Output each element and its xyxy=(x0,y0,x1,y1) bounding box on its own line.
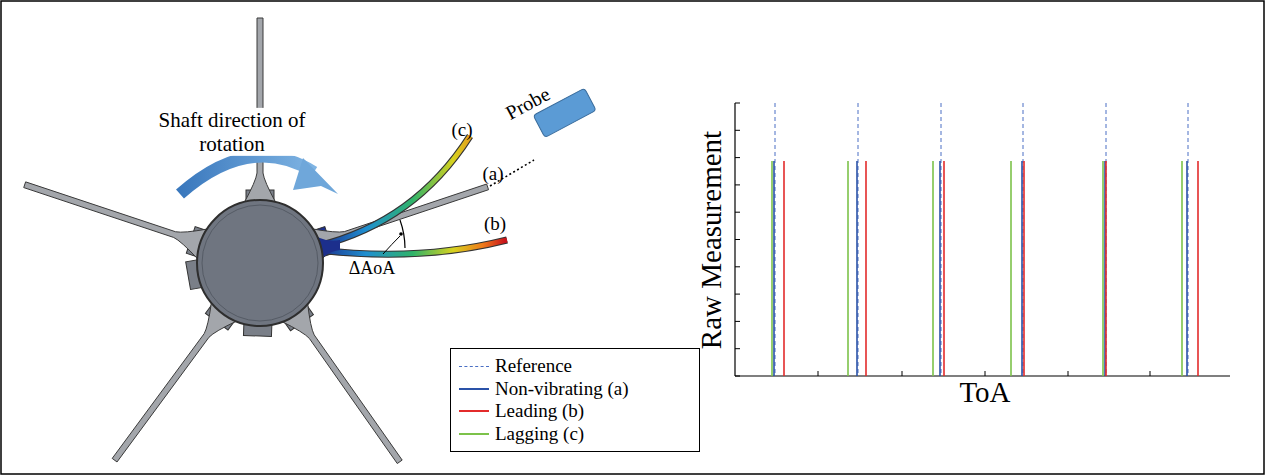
angle-dot xyxy=(399,232,403,236)
legend-swatch xyxy=(459,433,489,435)
hub-rim xyxy=(202,205,318,321)
lagging-pulse xyxy=(932,161,934,376)
legend-row: Non-vibrating (a) xyxy=(459,378,689,401)
lagging-pulse xyxy=(1102,161,1104,376)
toa-chart xyxy=(735,103,1230,376)
angle-label: ΔAoA xyxy=(349,258,396,279)
axis-title: Raw Measurement xyxy=(695,131,728,349)
leading-blade xyxy=(318,240,507,254)
legend-swatch xyxy=(459,366,489,367)
y-tick xyxy=(735,157,740,158)
reference-line xyxy=(775,103,776,376)
y-tick xyxy=(735,184,740,185)
leading-pulse xyxy=(783,161,785,376)
leading-pulse xyxy=(1105,161,1107,376)
rotor-blade xyxy=(112,302,237,462)
leading-pulse xyxy=(865,161,867,376)
legend-row: Reference xyxy=(459,355,689,378)
legend-text: Reference xyxy=(495,355,572,377)
y-tick xyxy=(735,266,740,267)
rotation-arrowhead xyxy=(293,158,338,194)
x-tick xyxy=(1068,371,1069,376)
non-vibrating-pulse xyxy=(773,161,775,376)
legend-row: Lagging (c) xyxy=(459,423,689,446)
legend-text: Leading (b) xyxy=(495,400,584,422)
callout-label: (a) xyxy=(482,163,503,185)
y-tick xyxy=(735,130,740,131)
y-tick xyxy=(735,321,740,322)
legend: ReferenceNon-vibrating (a)Leading (b)Lag… xyxy=(450,348,700,452)
legend-row: Leading (b) xyxy=(459,400,689,423)
hub xyxy=(197,200,323,326)
axis-title: ToA xyxy=(959,376,1010,409)
x-tick xyxy=(818,371,819,376)
leading-blade-outline xyxy=(318,240,507,254)
leading-pulse xyxy=(943,161,945,376)
reference-line xyxy=(1106,103,1107,376)
y-tick xyxy=(735,239,740,240)
reference-line xyxy=(858,103,859,376)
y-tick xyxy=(735,212,740,213)
rotor-blade xyxy=(281,303,402,464)
callout-label: (c) xyxy=(451,119,472,141)
angle-arc xyxy=(400,220,405,248)
x-tick xyxy=(902,371,903,376)
lagging-blade xyxy=(318,136,470,246)
y-tick xyxy=(735,376,740,377)
leader-line xyxy=(383,236,400,254)
lagging-pulse xyxy=(1181,161,1183,376)
non-vibrating-pulse xyxy=(939,161,941,376)
rotation-label: Shaft direction of rotation xyxy=(155,108,309,156)
lagging-pulse xyxy=(771,161,773,376)
legend-text: Non-vibrating (a) xyxy=(495,378,628,400)
legend-swatch xyxy=(459,388,489,390)
lagging-pulse xyxy=(1010,161,1012,376)
reference-line xyxy=(941,103,942,376)
reference-line xyxy=(1023,103,1024,376)
leading-pulse xyxy=(1023,161,1025,376)
reference-line xyxy=(1188,103,1189,376)
x-tick xyxy=(1150,371,1151,376)
lagging-pulse xyxy=(847,161,849,376)
callout-label: (b) xyxy=(484,213,506,235)
legend-swatch xyxy=(459,410,489,412)
probe-sensor: Probe xyxy=(507,66,597,145)
y-tick xyxy=(735,294,740,295)
non-vibrating-pulse xyxy=(1104,161,1106,376)
y-tick xyxy=(735,348,740,349)
non-vibrating-pulse xyxy=(1186,161,1188,376)
non-vibrating-pulse xyxy=(1021,161,1023,376)
rotor xyxy=(24,18,507,464)
y-tick xyxy=(735,103,740,104)
lagging-blade-outline xyxy=(318,136,470,246)
x-tick xyxy=(985,371,986,376)
legend-text: Lagging (c) xyxy=(495,423,584,445)
leading-pulse xyxy=(1197,161,1199,376)
non-vibrating-pulse xyxy=(856,161,858,376)
